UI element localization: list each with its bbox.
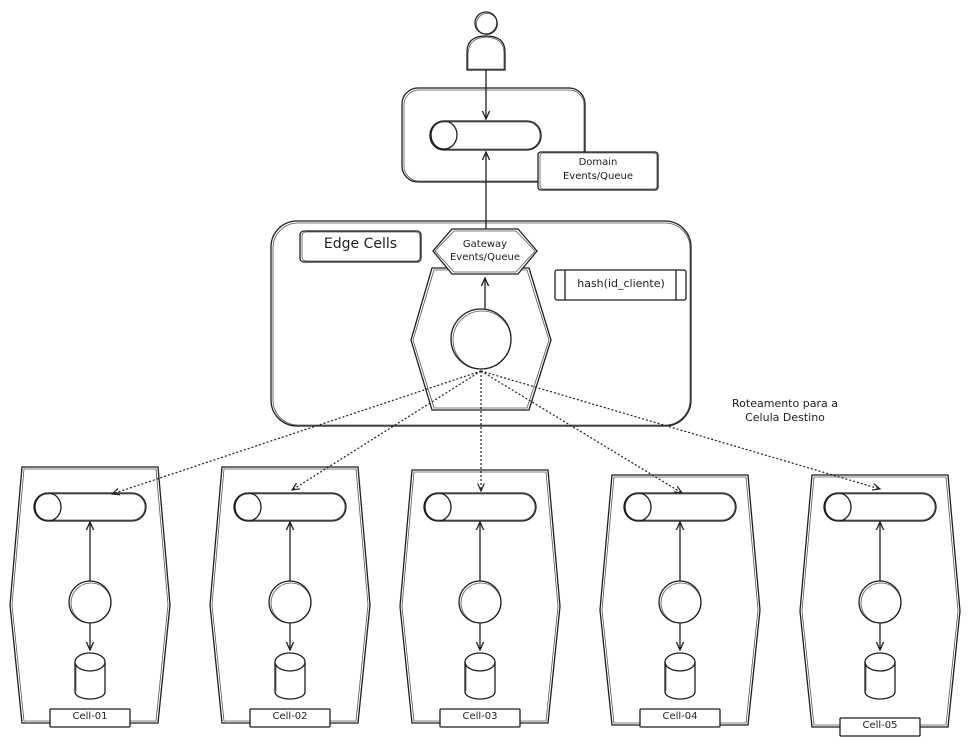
routing-label-line1: Roteamento para a bbox=[732, 397, 838, 410]
edge-cells-title-box bbox=[299, 230, 422, 263]
cell-4-service-icon bbox=[658, 580, 702, 624]
edge-cells-title: Edge Cells bbox=[323, 236, 398, 252]
cell-2-database-icon bbox=[274, 652, 306, 700]
cell-3-label-box bbox=[439, 708, 521, 728]
cell-1-label-box bbox=[49, 708, 131, 728]
cell-1 bbox=[9, 466, 171, 728]
cell-3 bbox=[399, 469, 561, 728]
hash-label: hash(id_cliente) bbox=[577, 277, 665, 290]
cell-1-label: Cell-01 bbox=[72, 711, 108, 722]
cell-5-database-icon bbox=[864, 652, 896, 700]
domain-label-box bbox=[537, 151, 659, 191]
cell-5 bbox=[799, 474, 961, 737]
cell-4-label-box bbox=[639, 708, 721, 728]
cell-3-label: Cell-03 bbox=[462, 711, 498, 722]
domain-container bbox=[401, 87, 586, 183]
route-arrow-cell-1 bbox=[112, 370, 482, 494]
route-arrow-cell-5 bbox=[480, 370, 880, 489]
cell-3-database-icon bbox=[464, 652, 496, 700]
routing-label-line2: Celula Destino bbox=[745, 411, 825, 424]
domain-label: Domain Events/Queue bbox=[540, 156, 656, 184]
cell-1-service-icon bbox=[68, 580, 112, 624]
cell-3-queue-icon bbox=[423, 492, 537, 522]
gateway-service-icon bbox=[450, 308, 512, 370]
cell-5-label-box bbox=[839, 717, 921, 737]
cell-4-label: Cell-04 bbox=[662, 711, 698, 722]
domain-label-line1: Domain bbox=[578, 157, 618, 168]
gateway-label: Gateway Events/Queue bbox=[440, 238, 530, 264]
domain-label-line2: Events/Queue bbox=[562, 171, 634, 182]
routing-arrows bbox=[112, 370, 880, 494]
routing-label: Roteamento para a Celula Destino bbox=[715, 397, 855, 425]
cell-4-database-icon bbox=[664, 652, 696, 700]
user-icon bbox=[466, 11, 506, 71]
gateway-label-line1: Gateway bbox=[462, 239, 508, 250]
route-arrow-cell-2 bbox=[292, 370, 482, 490]
gateway-events-icon bbox=[432, 228, 538, 275]
cell-2 bbox=[209, 466, 371, 728]
cell-2-label: Cell-02 bbox=[272, 711, 308, 722]
cell-4 bbox=[599, 474, 761, 728]
domain-queue-icon bbox=[429, 120, 542, 151]
cell-5-queue-icon bbox=[823, 492, 937, 522]
cell-5-service-icon bbox=[858, 580, 902, 624]
cell-3-service-icon bbox=[458, 580, 502, 624]
route-arrow-cell-4 bbox=[480, 370, 682, 493]
cell-5-label: Cell-05 bbox=[862, 720, 898, 731]
cell-2-queue-icon bbox=[233, 492, 347, 522]
cell-2-label-box bbox=[249, 708, 331, 728]
cell-4-queue-icon bbox=[623, 492, 737, 522]
cell-1-database-icon bbox=[74, 652, 106, 700]
cell-2-service-icon bbox=[268, 580, 312, 624]
cell-1-queue-icon bbox=[33, 492, 147, 522]
gateway-label-line2: Events/Queue bbox=[449, 252, 521, 263]
hash-box bbox=[554, 269, 687, 301]
